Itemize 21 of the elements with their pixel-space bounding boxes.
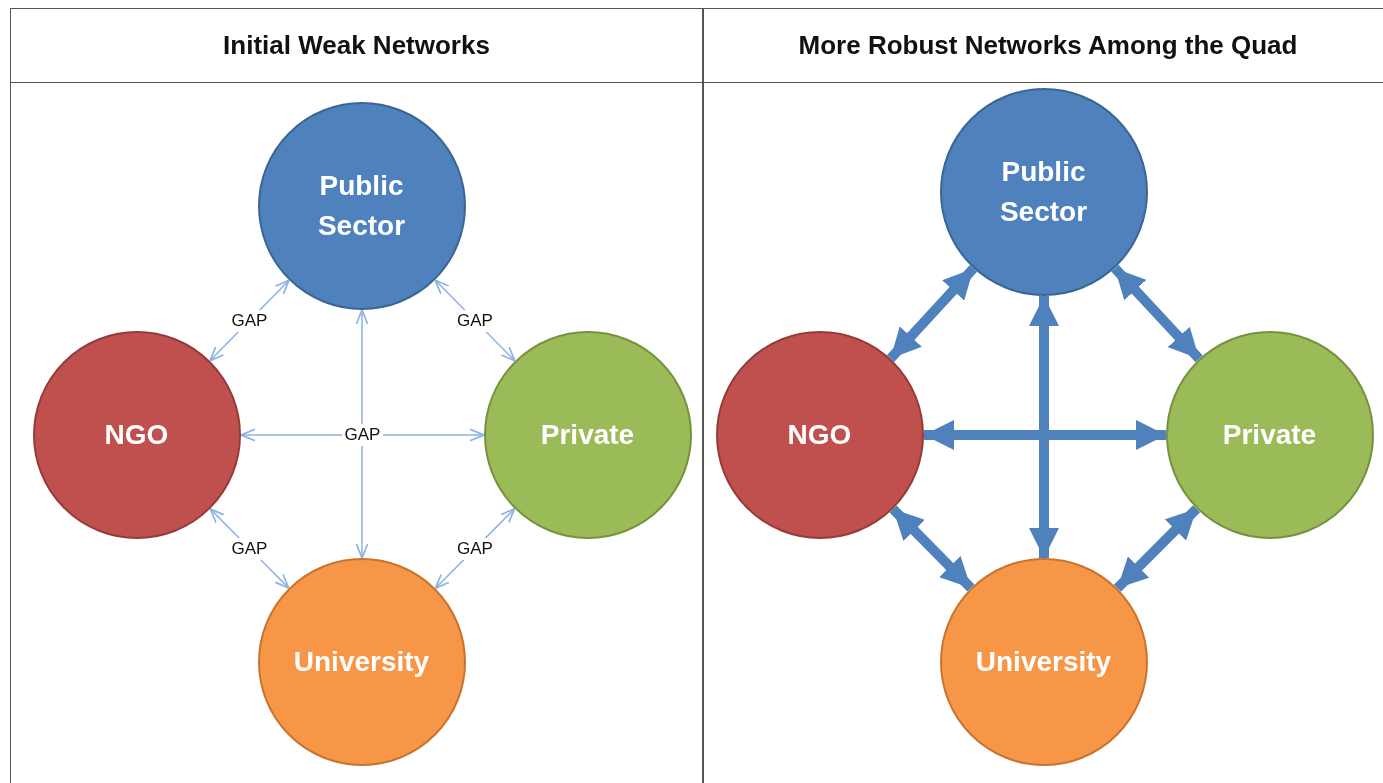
sector-circle: Private: [483, 330, 692, 539]
sector-circle: Public Sector: [257, 101, 466, 310]
sector-circle: Public Sector: [939, 87, 1148, 296]
double-arrow: [886, 265, 978, 362]
double-arrow: [355, 309, 369, 559]
column-heading: More Robust Networks Among the Quad: [798, 30, 1298, 61]
double-arrow: [1113, 505, 1201, 592]
column-heading: Initial Weak Networks: [223, 30, 490, 61]
double-arrow: [889, 505, 975, 592]
sector-circle: University: [257, 557, 466, 766]
double-arrow: [924, 420, 1166, 450]
sector-circle: Private: [1165, 330, 1374, 539]
table-column: [703, 8, 1383, 783]
double-arrow: [240, 428, 485, 442]
sector-circle: University: [939, 557, 1148, 766]
table-column: [10, 8, 703, 783]
edge-label: GAP: [341, 424, 384, 446]
sector-circle: NGO: [32, 330, 241, 539]
double-arrow: [1029, 296, 1059, 558]
double-arrow: [1111, 264, 1203, 363]
sector-circle: NGO: [715, 330, 924, 539]
